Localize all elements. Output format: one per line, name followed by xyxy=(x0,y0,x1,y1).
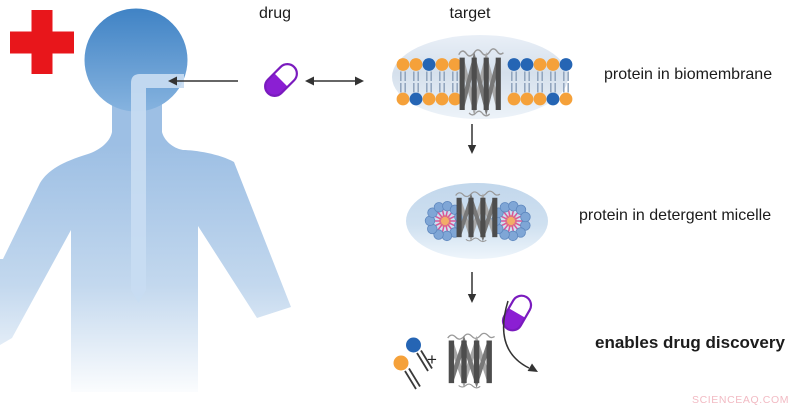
watermark: SCIENCEAQ.COM xyxy=(692,394,790,406)
orange-detergent-head xyxy=(393,355,409,371)
red-cross-icon xyxy=(10,10,74,74)
human-figure xyxy=(0,8,291,392)
drug-label: drug xyxy=(258,5,292,22)
esophagus-tube xyxy=(131,74,184,303)
arrow-down-to-discovery xyxy=(467,272,477,303)
caption-discovery: enables drug discovery xyxy=(595,333,785,352)
free-detergents-icon xyxy=(393,337,433,390)
arrow-down-to-micelle xyxy=(467,124,477,154)
biomembrane-illustration xyxy=(392,35,573,119)
free-protein-icon xyxy=(446,331,498,391)
lipid-bilayer xyxy=(396,58,573,106)
drug-pill-icon xyxy=(260,59,302,101)
blue-detergent-head xyxy=(406,337,421,353)
micelle-detergent-left xyxy=(424,200,465,242)
caption-micelle: protein in detergent micelle xyxy=(579,207,772,224)
caption-biomembrane: protein in biomembrane xyxy=(604,66,773,83)
micelle-illustration xyxy=(406,183,548,259)
target-label: target xyxy=(449,5,491,22)
plus-sign: + xyxy=(427,350,437,369)
discovery-pill-icon xyxy=(498,291,536,335)
